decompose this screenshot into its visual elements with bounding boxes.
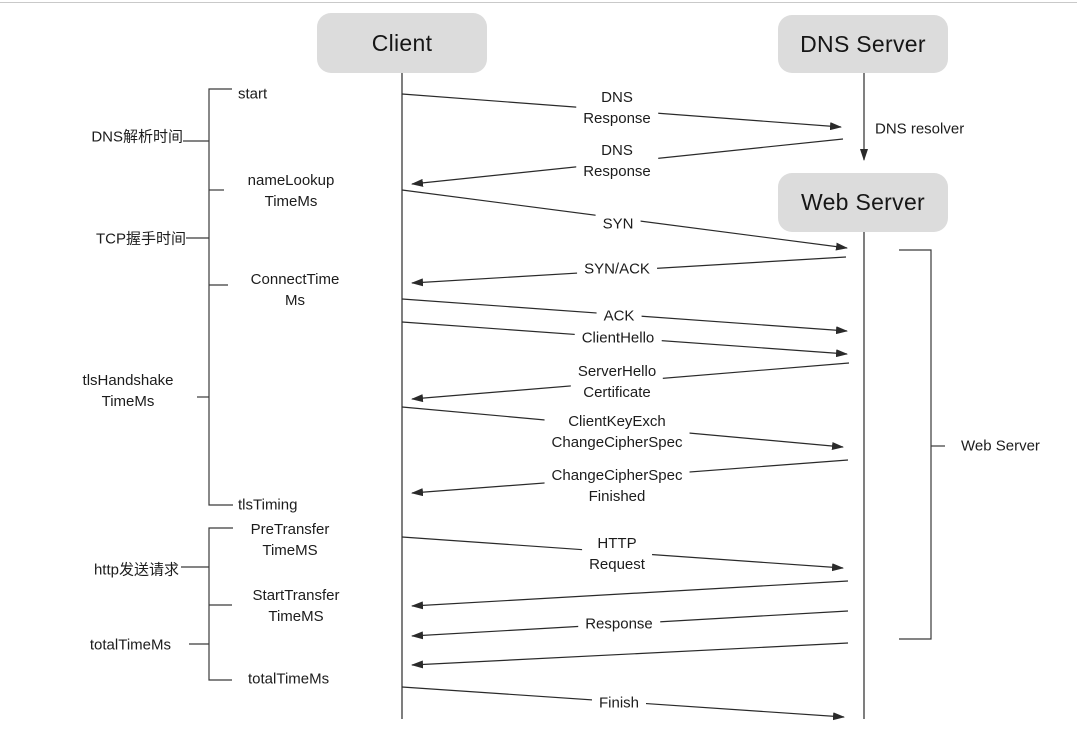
timeline-label-dns-resolution: DNS解析时间 (91, 128, 183, 146)
client-node-label: Client (371, 29, 433, 56)
message-label-syn: SYN (595, 213, 641, 235)
timeline-label-connect-time: ConnectTime Ms (250, 271, 340, 309)
message-label-client-key-exch: ClientKeyExch ChangeCipherSpec (544, 411, 690, 453)
top-divider (0, 2, 1077, 3)
web-server-bracket (899, 249, 932, 640)
arrow-response-1 (411, 580, 849, 610)
web-server-bracket-label: Web Server (961, 437, 1040, 455)
client-node: Client (317, 13, 487, 73)
timeline-label-tls-timing: tlsTiming (238, 496, 298, 514)
timeline-label-start-transfer: StartTransfer TimeMS (252, 587, 340, 625)
timing-bracket-2 (208, 527, 233, 681)
message-label-dns-request: DNS Response (576, 87, 658, 129)
message-label-http-request: HTTP Request (582, 533, 652, 575)
message-label-response: Response (578, 613, 660, 635)
message-label-client-hello: ClientHello (574, 327, 662, 349)
web-server-node-label: Web Server (800, 189, 925, 215)
message-label-ack: ACK (596, 305, 642, 327)
dns-server-node-label: DNS Server (800, 30, 926, 57)
timeline-label-total-time: totalTimeMs (89, 636, 171, 654)
message-label-dns-response: DNS Response (576, 140, 658, 182)
timeline-label-start: start (238, 85, 268, 103)
message-label-finish: Finish (591, 692, 647, 714)
timeline-label-pre-transfer: PreTransfer TimeMS (250, 521, 330, 559)
timeline-label-http-send: http发送请求 (93, 561, 179, 579)
timeline-label-total-time-end: totalTimeMs (248, 670, 330, 688)
timeline-label-tcp-handshake: TCP握手时间 (95, 230, 186, 248)
message-label-server-hello: ServerHello Certificate (570, 361, 664, 403)
message-label-syn-ack: SYN/ACK (577, 258, 657, 280)
dns-resolver-label: DNS resolver (875, 120, 965, 138)
timeline-label-tls-handshake: tlsHandshake TimeMs (82, 372, 174, 410)
message-label-change-cipher-spec: ChangeCipherSpec Finished (544, 465, 690, 507)
timeline-label-name-lookup: nameLookup TimeMs (247, 172, 335, 210)
timing-bracket-1 (208, 88, 233, 506)
dns-server-node: DNS Server (778, 15, 948, 73)
arrow-response-3 (411, 642, 849, 669)
web-server-node: Web Server (778, 173, 948, 232)
